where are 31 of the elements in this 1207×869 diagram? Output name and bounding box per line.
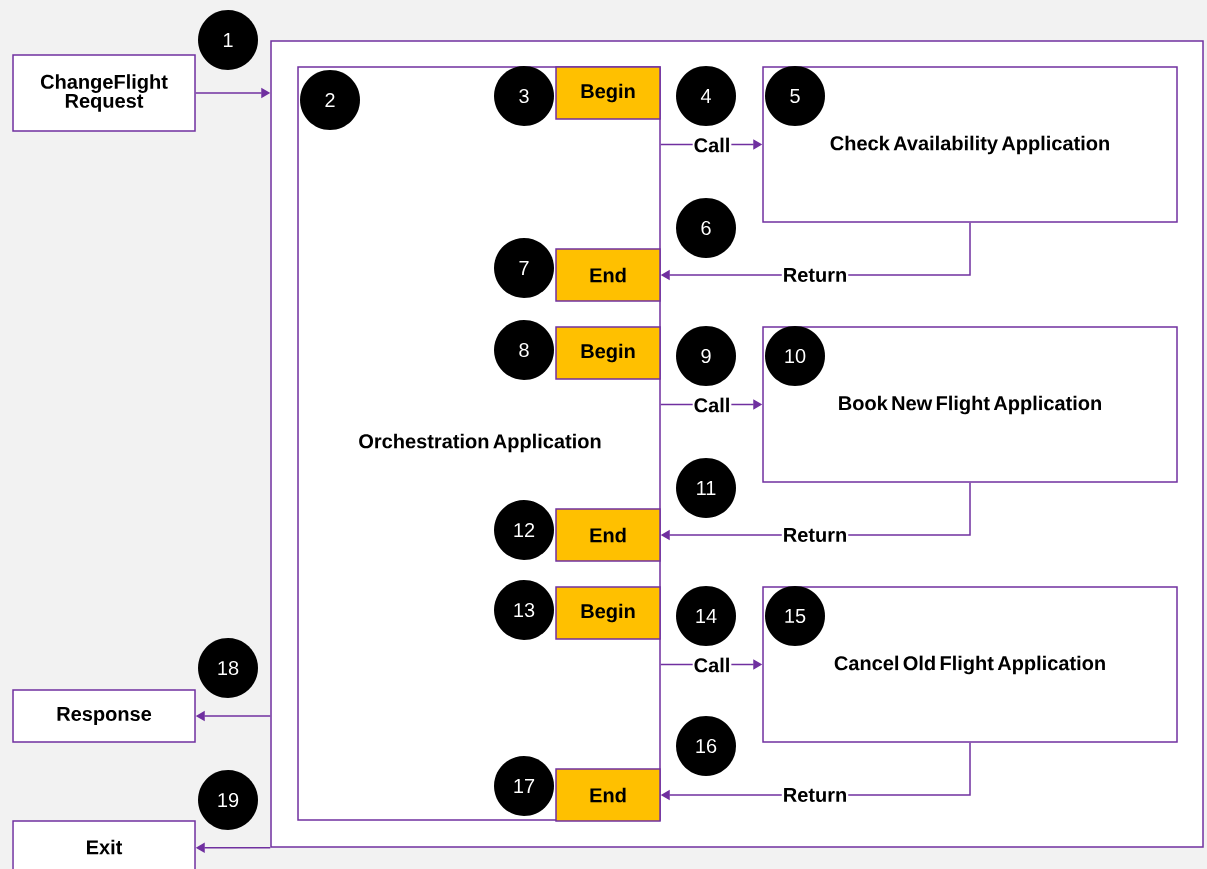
step-box: Begin bbox=[555, 326, 661, 380]
callout-number: 11 bbox=[676, 458, 736, 518]
callout-number: 6 bbox=[676, 198, 736, 258]
callout-number: 4 bbox=[676, 66, 736, 126]
callout-number: 17 bbox=[494, 756, 554, 816]
edge-label: Return bbox=[781, 527, 849, 543]
callout-number: 13 bbox=[494, 580, 554, 640]
callout-number: 3 bbox=[494, 66, 554, 126]
process-box: Response bbox=[12, 689, 196, 743]
callout-number: 8 bbox=[494, 320, 554, 380]
callout-number: 14 bbox=[676, 586, 736, 646]
callout-number: 9 bbox=[676, 326, 736, 386]
callout-number: 19 bbox=[198, 770, 258, 830]
step-box: Begin bbox=[555, 586, 661, 640]
callout-number: 5 bbox=[765, 66, 825, 126]
step-box: End bbox=[555, 248, 661, 302]
callout-number: 7 bbox=[494, 238, 554, 298]
process-box: ChangeFlight Request bbox=[12, 54, 196, 132]
step-box: End bbox=[555, 768, 661, 822]
callout-number: 16 bbox=[676, 716, 736, 776]
process-box: Exit bbox=[12, 820, 196, 869]
callout-number: 12 bbox=[494, 500, 554, 560]
callout-number: 2 bbox=[300, 70, 360, 130]
step-box: Begin bbox=[555, 66, 661, 120]
callout-number: 15 bbox=[765, 586, 825, 646]
callout-number: 18 bbox=[198, 638, 258, 698]
step-box: End bbox=[555, 508, 661, 562]
callout-number: 1 bbox=[198, 10, 258, 70]
callout-number: 10 bbox=[765, 326, 825, 386]
edge-label: Return bbox=[781, 787, 849, 803]
edge-label: Return bbox=[781, 267, 849, 283]
